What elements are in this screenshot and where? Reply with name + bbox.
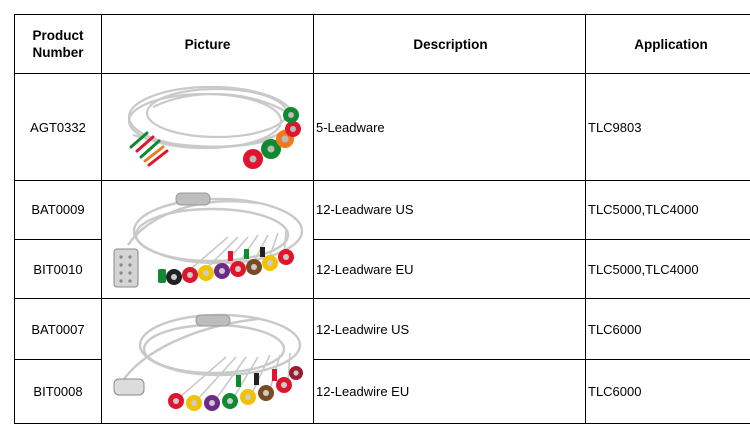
product-number-cell: BAT0009	[14, 179, 102, 241]
application-cell: TLC5000,TLC4000	[585, 239, 750, 300]
description-cell: 12-Leadware EU	[313, 239, 586, 300]
table-row: BIT0010 12-Leadware EU TLC5000,TLC4000	[14, 239, 750, 300]
application-cell: TLC9803	[585, 73, 750, 181]
header-description: Description	[313, 13, 586, 75]
product-number-cell: BIT0010	[14, 239, 102, 300]
product-number-cell: BAT0007	[14, 298, 102, 360]
product-number-cell: BIT0008	[14, 358, 102, 425]
description-cell: 12-Leadware US	[313, 179, 586, 241]
cable-12-leadwire-image	[113, 313, 303, 412]
description-cell: 12-Leadwire EU	[313, 358, 586, 425]
header-picture: Picture	[101, 13, 314, 75]
application-cell: TLC6000	[585, 298, 750, 360]
description-cell: 12-Leadwire US	[313, 298, 586, 360]
header-product-number: Product Number	[14, 13, 102, 75]
picture-cell	[101, 73, 314, 181]
table-row: BIT0008 12-Leadwire EU TLC6000	[14, 358, 750, 425]
product-table: Product Number Picture Description Appli…	[14, 13, 750, 425]
cable-12-lead-image	[113, 192, 303, 288]
application-cell: TLC6000	[585, 358, 750, 425]
table-row: BAT0007	[14, 298, 750, 424]
table-row: BAT0009	[14, 179, 750, 300]
application-cell: TLC5000,TLC4000	[585, 179, 750, 241]
picture-cell	[101, 298, 314, 424]
product-number-cell: AGT0332	[14, 73, 102, 181]
header-application: Application	[585, 13, 750, 75]
picture-cell	[101, 179, 314, 300]
table-header-row: Product Number Picture Description Appli…	[14, 13, 750, 75]
table-row: AGT0332	[14, 73, 750, 181]
cable-5-lead-image	[127, 85, 301, 170]
description-cell: 5-Leadware	[313, 73, 586, 181]
